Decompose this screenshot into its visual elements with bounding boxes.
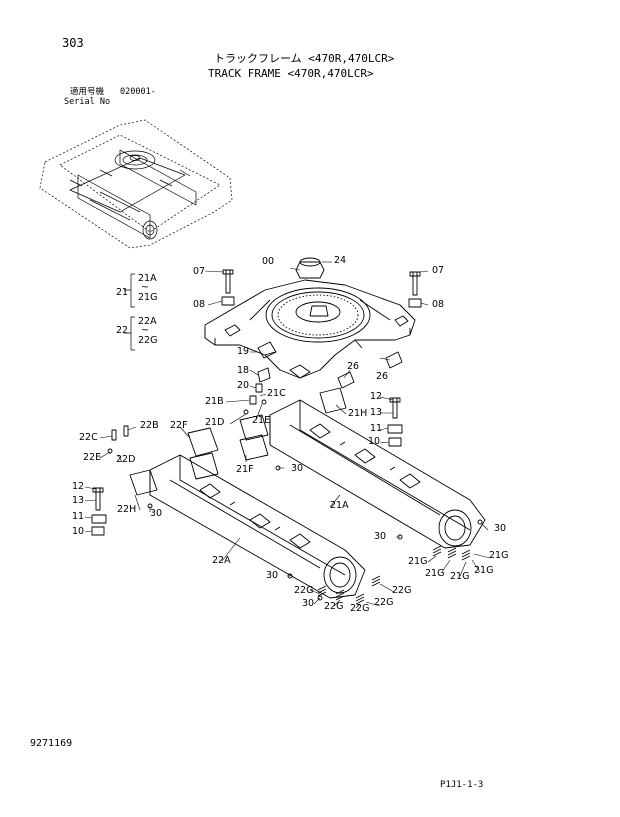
callout-label: 11 (72, 511, 85, 522)
callout-label: 21D (205, 417, 225, 428)
callout-label: 21F (236, 464, 254, 475)
callout-label: 21G (138, 292, 158, 303)
side-frame-21a (269, 399, 486, 549)
callout-label: 08 (432, 299, 445, 310)
callout-label: 10 (368, 436, 381, 447)
callout-label: 30 (266, 570, 279, 581)
callout-label: 08 (193, 299, 206, 310)
callout-label: 18 (237, 365, 250, 376)
callout-label: 11 (370, 423, 383, 434)
callout-label: 22A (212, 555, 231, 566)
callout-label: 22G (324, 601, 344, 612)
callout-label: 30 (494, 523, 507, 534)
callout-label: 13 (370, 407, 383, 418)
center-frame (204, 257, 416, 379)
callout-label: 21C (267, 388, 286, 399)
callout-label: 00 (262, 256, 275, 267)
callout-label: 22H (117, 504, 137, 515)
callout-label: 22A (138, 316, 157, 327)
callout-label: 21G (408, 556, 428, 567)
callout-label: 21A (138, 273, 157, 284)
callout-label: 22G (138, 335, 158, 346)
callout-label: 19 (237, 346, 250, 357)
callout-label: 22G (374, 597, 394, 608)
title-japanese: トラックフレーム <470R,470LCR> (214, 52, 395, 65)
overview-thumbnail (39, 119, 233, 249)
callout-label: 21G (425, 568, 445, 579)
callout-label: 22G (392, 585, 412, 596)
serial-label-en: Serial No (64, 97, 111, 107)
callout-label: 21B (205, 396, 224, 407)
callout-label: 21G (474, 565, 494, 576)
callout-label: ~ (141, 282, 149, 293)
callout-label: 12 (72, 481, 85, 492)
callout-label: 21H (348, 408, 368, 419)
callout-label: 22E (83, 452, 102, 463)
callout-label: 13 (72, 495, 85, 506)
callout-label: 22F (170, 420, 188, 431)
callout-label: 12 (370, 391, 383, 402)
serial-value: 020001- (120, 87, 156, 97)
callout-label: 21 (116, 287, 129, 298)
callout-label: 30 (291, 463, 304, 474)
serial-label-jp: 適用号機 (70, 87, 105, 97)
callout-label: 26 (376, 371, 389, 382)
hardware (91, 269, 483, 605)
callout-label: 30 (302, 598, 315, 609)
callout-label: 21E (252, 415, 271, 426)
callout-label: 22D (116, 454, 136, 465)
callout-label: 22G (350, 603, 370, 614)
callout-label: 26 (347, 361, 360, 372)
callout-label: 22C (79, 432, 98, 443)
range-brackets (124, 273, 135, 351)
callout-label: 30 (374, 531, 387, 542)
callout-label: 07 (432, 265, 445, 276)
page-code: P1J1-1-3 (440, 780, 484, 790)
callout-label: 21G (450, 571, 470, 582)
callout-label: 22B (140, 420, 159, 431)
title-english: TRACK FRAME <470R,470LCR> (208, 67, 374, 80)
callout-label: 21G (489, 550, 509, 561)
wear-pads (129, 387, 347, 496)
callout-label: ~ (141, 325, 149, 336)
callout-label: 30 (150, 508, 163, 519)
callout-label: 24 (334, 255, 347, 266)
callout-label: 22G (294, 585, 314, 596)
leader-lines (84, 261, 491, 609)
callout-label: 21A (330, 500, 349, 511)
callout-label: 07 (193, 266, 206, 277)
callout-label: 10 (72, 526, 85, 537)
side-frame-22a (149, 454, 366, 599)
document-number: 9271169 (30, 738, 73, 749)
callout-label: 20 (237, 380, 250, 391)
callout-label: 22 (116, 325, 129, 336)
page-number: 303 (62, 36, 84, 50)
